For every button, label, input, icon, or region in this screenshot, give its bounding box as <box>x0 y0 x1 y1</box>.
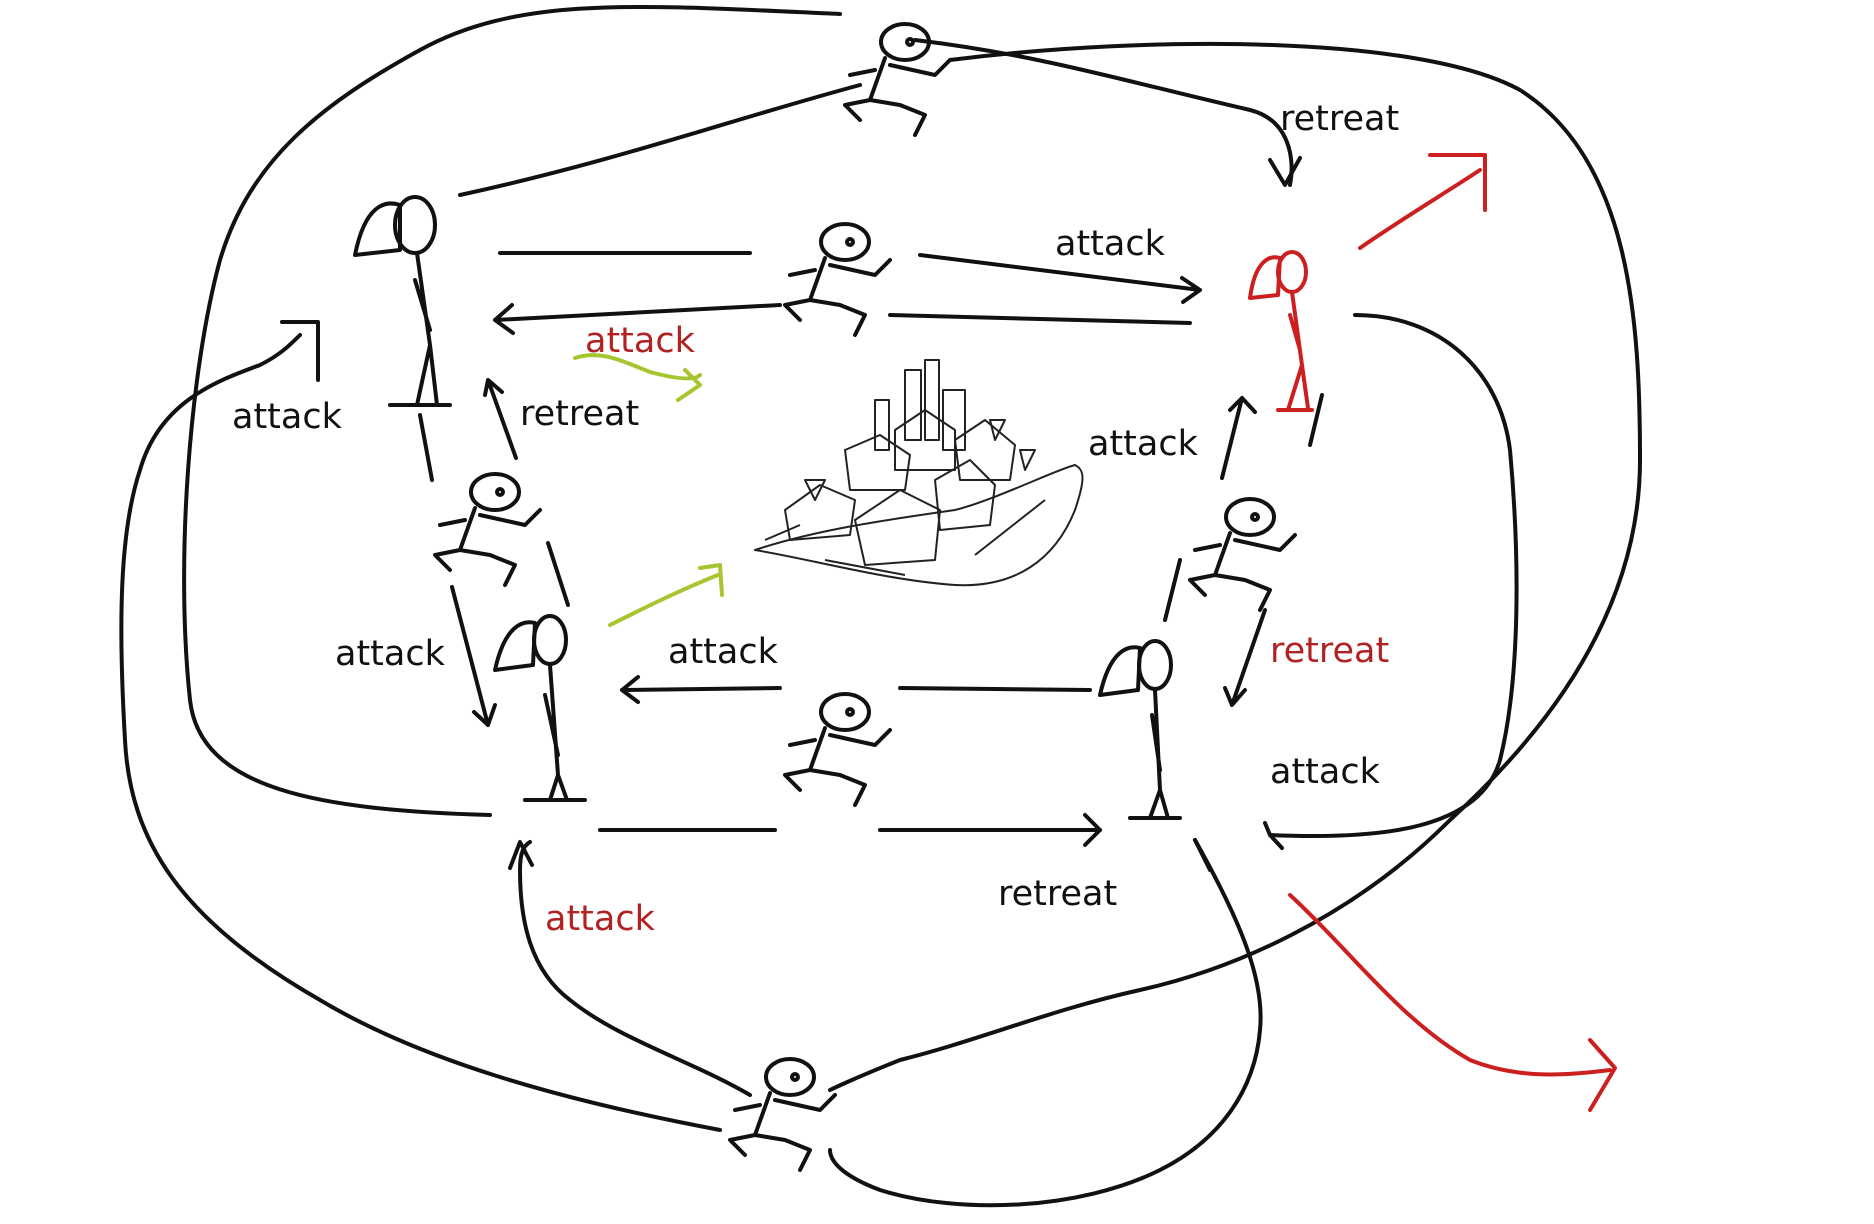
red-escape-arrow-top <box>1358 153 1487 250</box>
standing-figure-top-left <box>353 195 452 407</box>
label-attack-right-lower: attack <box>1270 752 1381 792</box>
arrow-attack-up-right <box>1220 396 1257 480</box>
outer-loop-curve <box>182 4 842 817</box>
link-top-left-to-bottom-left <box>418 413 570 607</box>
label-attack-right-mid: attack <box>1088 424 1199 464</box>
arrow-bottom-left-to-bottom-right <box>598 813 1102 847</box>
outer-loop-curve <box>458 83 862 197</box>
outer-loop-curves <box>119 4 1642 1208</box>
label-attack-red-bottom: attack <box>545 899 656 939</box>
link-bottom-right-to-red <box>1163 393 1324 622</box>
outer-loop-curve <box>828 838 1263 1208</box>
arrow-retreat-up-left <box>483 378 518 460</box>
arrow-red-to-top-left <box>493 303 1192 335</box>
standing-figure-red <box>1248 250 1314 412</box>
arrow-retreat-down-right <box>1223 608 1267 707</box>
green-underline-arrow <box>573 353 702 402</box>
outer-loop-curve <box>1268 313 1519 839</box>
red-escape-arrow-bottom <box>1288 893 1617 1112</box>
outer-loop-curve <box>518 840 752 1097</box>
arrow-right-loop-in <box>1263 821 1284 850</box>
label-attack-left-lower: attack <box>335 634 446 674</box>
green-arrow-to-village <box>608 563 724 627</box>
running-figure-right-middle <box>1188 497 1297 612</box>
label-attack-top-right: attack <box>1055 224 1166 264</box>
arrow-bottom-right-to-bottom-left <box>620 675 1092 704</box>
running-figure-left-middle <box>433 472 542 587</box>
arrow-bottom-attack-head <box>508 840 534 870</box>
connection-lines <box>280 156 1324 872</box>
label-attack-outer-left: attack <box>232 397 343 437</box>
arrow-retreat-top-head <box>1268 156 1302 187</box>
diagram-labels: retreat attack attack attack retreat att… <box>232 99 1399 939</box>
standing-figure-bottom-right <box>1098 639 1182 820</box>
arrow-attack-down-left <box>450 585 497 727</box>
link-right-lower <box>1193 838 1212 872</box>
label-retreat-red-right: retreat <box>1270 631 1389 671</box>
village-icon <box>754 359 1084 587</box>
label-retreat-left-mid: retreat <box>520 394 639 434</box>
label-retreat-bottom: retreat <box>998 874 1117 914</box>
arrow-left-attack-head <box>280 320 320 382</box>
running-figure-lower-center <box>783 692 892 807</box>
red-arrows <box>1288 153 1617 1112</box>
label-attack-red-underlined: attack <box>585 321 696 361</box>
label-attack-center-lower: attack <box>668 632 779 672</box>
outer-loop-curve <box>119 333 722 1132</box>
outer-loop-curve <box>913 38 1294 187</box>
outer-loop-curve <box>828 41 1642 1092</box>
standing-figure-bottom-left <box>493 614 587 802</box>
running-figure-upper-center <box>783 222 892 337</box>
arrow-top-left-to-red <box>498 251 1202 304</box>
running-figure-top <box>843 22 952 137</box>
label-retreat-top: retreat <box>1280 99 1399 139</box>
green-arrows <box>573 353 724 627</box>
running-figure-bottom <box>728 1057 837 1172</box>
